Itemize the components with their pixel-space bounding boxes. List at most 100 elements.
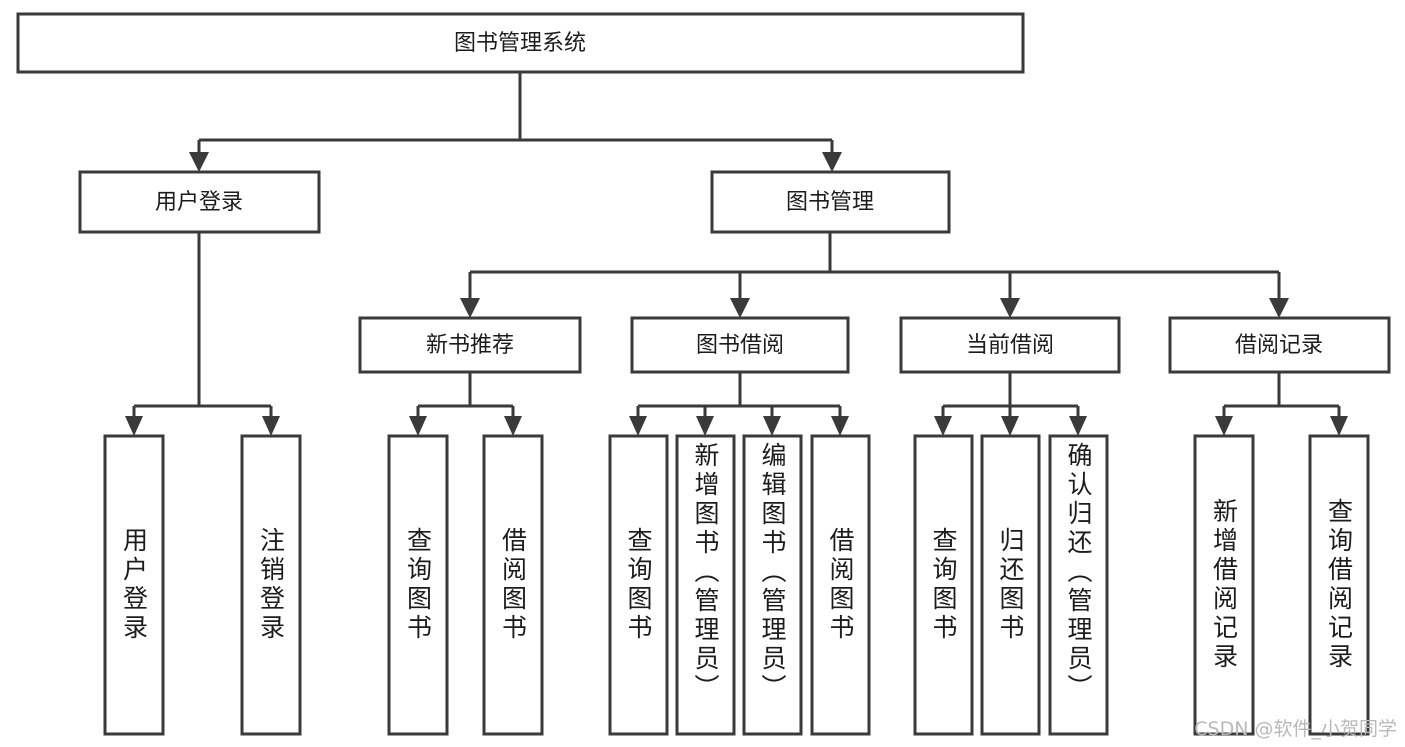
arrow-head-to-leaf-query-book-borrow (629, 416, 647, 436)
node-book-manage[interactable]: 图书管理 (710, 170, 951, 234)
arrow-head-to-leaf-borrow-book (831, 416, 849, 436)
arrow-head-to-book-borrow (730, 298, 750, 318)
node-leaf-query-book-recommend-label: 查询图书 (403, 527, 433, 643)
node-leaf-confirm-return-admin-label: 确认归还（管理员） (1064, 442, 1093, 703)
arrow-head-to-leaf-borrow-book-recommend (504, 416, 522, 436)
node-leaf-edit-book-admin[interactable] (742, 434, 803, 736)
node-leaf-borrow-book-box[interactable] (810, 434, 871, 736)
node-leaf-user-login-label: 用户登录 (119, 527, 149, 643)
arrow-head-to-borrow-record (1269, 298, 1289, 318)
arrow-head-to-leaf-query-book-current (934, 416, 952, 436)
arrow-head-to-leaf-add-book-admin (696, 416, 714, 436)
node-book-borrow-box[interactable] (630, 316, 850, 374)
node-leaf-query-book-current[interactable] (913, 434, 974, 736)
leaf-label-wrap-logout-login: 注销登录 (256, 527, 286, 643)
node-user-login-box[interactable] (78, 170, 321, 234)
leaf-label-wrap-query-book-recommend: 查询图书 (403, 527, 433, 643)
node-leaf-return-book[interactable] (980, 434, 1041, 736)
node-root-label: 图书管理系统 (454, 31, 586, 56)
node-borrow-record-box[interactable] (1168, 316, 1391, 374)
node-book-borrow-label: 图书借阅 (696, 333, 784, 358)
node-leaf-confirm-return-admin-box[interactable] (1048, 434, 1109, 736)
node-leaf-add-book-admin-label: 新增图书（管理员） (691, 442, 720, 703)
node-leaf-add-borrow-record-box[interactable] (1193, 434, 1255, 736)
node-leaf-edit-book-admin-label: 编辑图书（管理员） (758, 442, 787, 703)
node-leaf-borrow-book-recommend-box[interactable] (482, 434, 544, 736)
arrow-head-to-leaf-query-borrow-record (1330, 416, 1348, 436)
node-book-manage-label: 图书管理 (786, 190, 874, 215)
node-book-manage-box[interactable] (710, 170, 951, 234)
leaf-label-wrap-add-book-admin: 新增图书（管理员） (691, 442, 720, 703)
connector-borrowrecord-to-leaves (1222, 372, 1341, 424)
node-borrow-record[interactable]: 借阅记录 (1168, 316, 1391, 374)
leaf-label-wrap-query-book-current: 查询图书 (929, 527, 958, 643)
connector-currentborrow-to-leaves (941, 372, 1080, 424)
node-book-borrow[interactable]: 图书借阅 (630, 316, 850, 374)
node-leaf-borrow-book[interactable] (810, 434, 871, 736)
node-current-borrow-box[interactable] (899, 316, 1121, 374)
node-root-box[interactable] (16, 12, 1025, 74)
node-leaf-query-borrow-record-box[interactable] (1308, 434, 1370, 736)
node-leaf-add-book-admin-box[interactable] (675, 434, 736, 736)
connector-bookmanage-to-level2 (468, 232, 1281, 306)
arrow-head-to-current-borrow (1000, 298, 1020, 318)
node-leaf-logout-login-label: 注销登录 (256, 527, 286, 643)
node-leaf-user-login[interactable] (103, 434, 165, 736)
connector-userlogin-to-leaves (132, 232, 273, 424)
leaf-label-wrap-confirm-return-admin: 确认归还（管理员） (1064, 442, 1093, 703)
arrow-head-to-book-manage (822, 152, 842, 172)
leaf-label-wrap-return-book: 归还图书 (996, 527, 1025, 643)
node-leaf-query-book-borrow[interactable] (608, 434, 669, 736)
node-current-borrow-label: 当前借阅 (966, 333, 1054, 358)
leaf-label-wrap-query-book-borrow: 查询图书 (624, 527, 653, 643)
connector-layer (125, 72, 1348, 436)
node-leaf-user-login-box[interactable] (103, 434, 165, 736)
node-leaf-query-borrow-record-label: 查询借阅记录 (1324, 498, 1354, 672)
node-leaf-borrow-book-recommend-label: 借阅图书 (498, 527, 528, 643)
node-leaf-borrow-book-recommend[interactable] (482, 434, 544, 736)
arrow-head-to-user-login (189, 152, 209, 172)
node-new-book-recommend[interactable]: 新书推荐 (358, 316, 582, 374)
leaf-label-wrap-add-borrow-record: 新增借阅记录 (1209, 498, 1239, 672)
leaf-label-wrap-borrow-book: 借阅图书 (826, 527, 855, 643)
arrow-head-to-leaf-query-book-recommend (409, 416, 427, 436)
node-leaf-logout-login[interactable] (240, 434, 302, 736)
leaf-label-wrap-borrow-book-recommend: 借阅图书 (498, 527, 528, 643)
arrow-head-to-new-book-recommend (460, 298, 480, 318)
node-leaf-add-borrow-record-label: 新增借阅记录 (1209, 498, 1239, 672)
node-leaf-query-book-borrow-label: 查询图书 (624, 527, 653, 643)
connector-recommend-to-leaves (416, 372, 515, 424)
node-leaf-query-borrow-record[interactable] (1308, 434, 1370, 736)
leaf-label-wrap-query-borrow-record: 查询借阅记录 (1324, 498, 1354, 672)
node-user-login-label: 用户登录 (155, 190, 243, 215)
node-borrow-record-label: 借阅记录 (1235, 333, 1323, 358)
node-leaf-confirm-return-admin[interactable] (1048, 434, 1109, 736)
connector-bookborrow-to-leaves (636, 372, 842, 424)
arrow-head-to-leaf-edit-book-admin (763, 416, 781, 436)
node-leaf-add-borrow-record[interactable] (1193, 434, 1255, 736)
node-user-login[interactable]: 用户登录 (78, 170, 321, 234)
node-leaf-edit-book-admin-box[interactable] (742, 434, 803, 736)
node-leaf-borrow-book-label: 借阅图书 (826, 527, 855, 643)
node-leaf-query-book-current-box[interactable] (913, 434, 974, 736)
node-leaf-add-book-admin[interactable] (675, 434, 736, 736)
arrow-head-to-leaf-confirm-return-admin (1069, 416, 1087, 436)
node-leaf-logout-login-box[interactable] (240, 434, 302, 736)
node-new-book-recommend-box[interactable] (358, 316, 582, 374)
node-leaf-query-book-recommend-box[interactable] (387, 434, 449, 736)
arrow-head-to-leaf-logout-login (262, 416, 280, 436)
node-current-borrow[interactable]: 当前借阅 (899, 316, 1121, 374)
node-root[interactable]: 图书管理系统 (16, 12, 1025, 74)
arrow-head-to-leaf-return-book (1001, 416, 1019, 436)
leaf-label-wrap-user-login: 用户登录 (119, 527, 149, 643)
arrow-head-to-leaf-user-login (125, 416, 143, 436)
node-leaf-query-book-recommend[interactable] (387, 434, 449, 736)
arrow-head-to-leaf-add-borrow-record (1215, 416, 1233, 436)
node-leaf-query-book-current-label: 查询图书 (929, 527, 958, 643)
leaf-label-wrap-edit-book-admin: 编辑图书（管理员） (758, 442, 787, 703)
node-leaf-return-book-box[interactable] (980, 434, 1041, 736)
connector-root-to-level1 (197, 72, 834, 160)
node-leaf-query-book-borrow-box[interactable] (608, 434, 669, 736)
